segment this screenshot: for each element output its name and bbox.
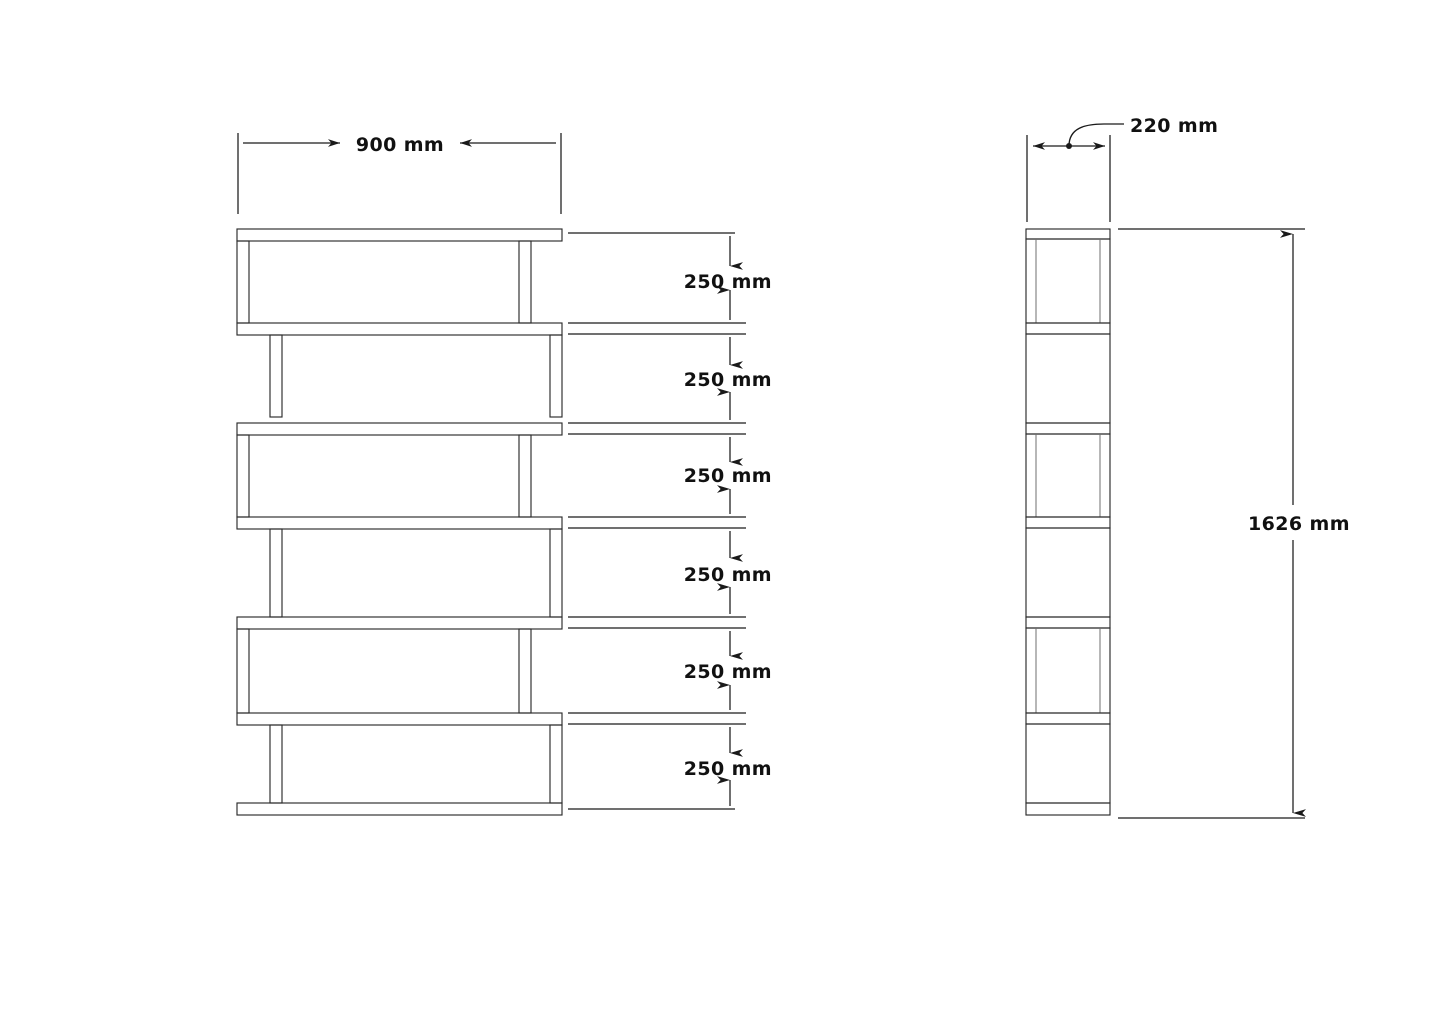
front-shelf-row-5 [236, 628, 532, 714]
leader-curve-depth [1068, 123, 1124, 147]
dim-pair-gap-4: 250 mm [684, 531, 772, 614]
dim-label-shelf-gap-5: 250 mm [684, 661, 772, 683]
side-panel-left-1 [236, 240, 250, 324]
side-panel-left-2 [269, 334, 283, 418]
front-shelf-row-2 [269, 334, 563, 418]
dim-pair-gap-6: 250 mm [684, 727, 772, 806]
dim-label-shelf-gap-1: 250 mm [684, 271, 772, 293]
side-panel-left-3 [236, 434, 250, 518]
side-board-5 [1025, 616, 1111, 629]
dim-text-bg-height [1240, 508, 1360, 538]
side-cell-3-outline [1025, 433, 1111, 518]
side-cell-6-outline [1025, 723, 1111, 804]
dim-pair-gap-3: 250 mm [684, 437, 772, 514]
front-shelf-row-4 [269, 528, 563, 618]
front-view [236, 228, 563, 816]
shelf-board-4 [236, 516, 563, 530]
side-cell-4-outline [1025, 527, 1111, 618]
dim-pair-gap-5: 250 mm [684, 631, 772, 710]
side-cell-3 [1025, 433, 1111, 518]
dimension-overall-depth: 220 mm [1026, 115, 1218, 222]
side-cell-1 [1025, 238, 1111, 324]
side-panel-right-2 [549, 334, 563, 418]
shelf-board-3 [236, 422, 563, 436]
shelf-board-5 [236, 616, 563, 630]
side-cell-1-outline [1025, 238, 1111, 324]
front-shelf-row-1 [236, 228, 563, 324]
dimension-shelf-gaps: 250 mm 250 mm 250 mm 250 mm [568, 232, 772, 810]
dim-pair-gap-1: 250 mm [684, 236, 772, 320]
side-board-6 [1025, 712, 1111, 725]
side-panel-right-5 [518, 628, 532, 714]
side-board-2 [1025, 322, 1111, 335]
shelf-board-2 [236, 322, 563, 336]
shelf-board-top [236, 228, 563, 242]
dimension-overall-height: 1626 mm [1118, 228, 1360, 819]
dim-label-shelf-gap-6: 250 mm [684, 758, 772, 780]
side-board-top [1025, 228, 1111, 240]
dimension-overall-width: 900 mm [237, 131, 562, 214]
side-panel-right-4 [549, 528, 563, 618]
dim-text-bg-width [348, 131, 458, 156]
shelf-board-bottom [236, 802, 563, 816]
side-panel-left-4 [269, 528, 283, 618]
front-shelf-row-6 [269, 724, 563, 804]
dim-label-shelf-gap-3: 250 mm [684, 465, 772, 487]
side-cell-5 [1025, 627, 1111, 714]
dim-label-overall-width: 900 mm [356, 134, 444, 156]
side-cell-5-outline [1025, 627, 1111, 714]
side-panel-right-1 [518, 240, 532, 324]
side-panel-left-5 [236, 628, 250, 714]
side-cell-2-outline [1025, 333, 1111, 424]
side-panel-right-6 [549, 724, 563, 804]
dim-label-overall-height: 1626 mm [1248, 513, 1350, 535]
dim-label-shelf-gap-4: 250 mm [684, 564, 772, 586]
side-board-4 [1025, 516, 1111, 529]
side-view [1025, 228, 1111, 816]
side-panel-right-3 [518, 434, 532, 518]
front-shelf-row-3 [236, 434, 532, 518]
dim-pair-gap-2: 250 mm [684, 337, 772, 420]
side-panel-left-6 [269, 724, 283, 804]
dim-label-overall-depth: 220 mm [1130, 115, 1218, 137]
dim-label-shelf-gap-2: 250 mm [684, 369, 772, 391]
shelf-board-6 [236, 712, 563, 726]
side-board-bottom [1025, 802, 1111, 816]
side-board-3 [1025, 422, 1111, 435]
